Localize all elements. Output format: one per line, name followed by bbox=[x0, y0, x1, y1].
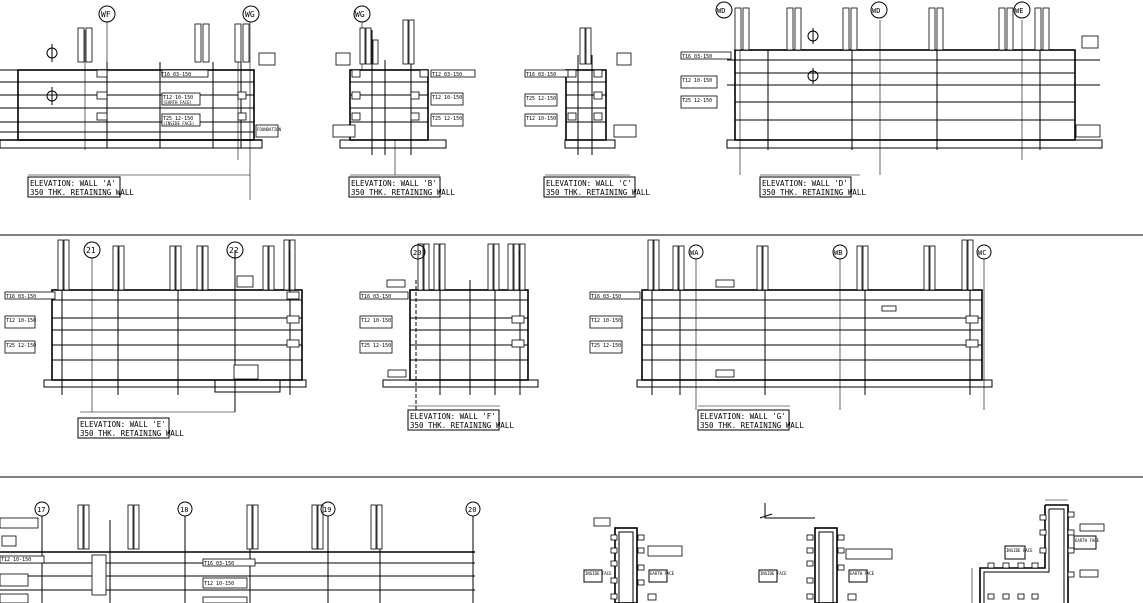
wall-e-caption: ELEVATION: WALL 'E' bbox=[80, 420, 166, 429]
grid-bubble-wg-2: WG bbox=[355, 10, 365, 19]
svg-text:T25 12-150: T25 12-150 bbox=[432, 116, 462, 122]
svg-text:T16 03-150: T16 03-150 bbox=[204, 561, 234, 567]
svg-text:T16 03-150: T16 03-150 bbox=[591, 294, 621, 300]
grid-bubble-wf: WF bbox=[101, 10, 111, 19]
wall-d-elevation: T16 03-150 T12 10-150 T25 12-150 ELEVATI… bbox=[680, 1, 1103, 198]
earth-face-label-2: EARTH FACE bbox=[850, 571, 875, 576]
wall-c-subtitle: 350 THK. RETAINING WALL bbox=[546, 188, 650, 197]
svg-text:T25 12-150: T25 12-150 bbox=[591, 343, 621, 349]
grid-bubble-20-b: 20 bbox=[468, 506, 476, 514]
inside-face-label-3: INSIDE FACE bbox=[1006, 548, 1033, 553]
svg-text:T16 03-150: T16 03-150 bbox=[682, 54, 712, 60]
svg-text:T12 10-150: T12 10-150 bbox=[432, 95, 462, 101]
earth-face-note: (EARTH FACE) bbox=[163, 100, 192, 105]
svg-text:T16 03-150: T16 03-150 bbox=[161, 72, 191, 78]
grid-bubble-wc: WC bbox=[978, 249, 986, 257]
corner-section-detail: INSIDE FACE EARTH FACE bbox=[971, 499, 1105, 603]
svg-text:T16 03-150: T16 03-150 bbox=[6, 294, 36, 300]
svg-text:T12 10-150: T12 10-150 bbox=[204, 581, 234, 587]
wall-a-subtitle: 350 THK. RETAINING WALL bbox=[30, 188, 134, 197]
wall-d-subtitle: 350 THK. RETAINING WALL bbox=[762, 188, 866, 197]
svg-text:T12 10-150: T12 10-150 bbox=[163, 95, 193, 101]
wall-a-caption: ELEVATION: WALL 'A' bbox=[30, 179, 116, 188]
svg-text:T16 03-150: T16 03-150 bbox=[361, 294, 391, 300]
wall-f-elevation: T16 03-150 T12 10-150 T25 12-150 ELEVATI… bbox=[359, 243, 539, 431]
grid-bubble-18: 18 bbox=[180, 506, 188, 514]
svg-text:T12 10-150: T12 10-150 bbox=[6, 318, 36, 324]
wall-b-caption: ELEVATION: WALL 'B' bbox=[351, 179, 437, 188]
grid-bubble-wg: WG bbox=[245, 10, 255, 19]
grid-bubble-21: 21 bbox=[86, 246, 96, 255]
svg-text:T25 12-150: T25 12-150 bbox=[361, 343, 391, 349]
wall-d-caption: ELEVATION: WALL 'D' bbox=[762, 179, 848, 188]
grid-bubble-wa: WA bbox=[690, 249, 699, 257]
grid-bubble-wb: WB bbox=[834, 249, 842, 257]
svg-text:T25 12-150: T25 12-150 bbox=[163, 116, 193, 122]
wall-b-elevation: T12 03-150 T12 10-150 T25 12-150 ELEVATI… bbox=[332, 5, 476, 198]
section-detail-1: INSIDE FACE EARTH FACE bbox=[583, 517, 683, 603]
wall-e-elevation: T16 03-150 T12 10-150 T25 12-150 ELEVATI… bbox=[4, 239, 307, 439]
section-detail-2: INSIDE FACE EARTH FACE bbox=[758, 503, 893, 603]
grid-bubble-19: 19 bbox=[323, 506, 331, 514]
wall-b-subtitle: 350 THK. RETAINING WALL bbox=[351, 188, 455, 197]
svg-text:T12 10-150: T12 10-150 bbox=[526, 116, 556, 122]
svg-text:T25 12-150: T25 12-150 bbox=[682, 98, 712, 104]
svg-text:T12 10-150: T12 10-150 bbox=[682, 78, 712, 84]
inside-face-label-1: INSIDE FACE bbox=[585, 571, 612, 576]
grid-bubble-17: 17 bbox=[37, 506, 45, 514]
bottom-wall-elevation: T16 03-150 T12 10-150 T12 10-150 17 18 1… bbox=[0, 501, 481, 603]
svg-text:T25 12-150: T25 12-150 bbox=[6, 343, 36, 349]
wall-g-elevation: T16 03-150 T12 10-150 T25 12-150 ELEVATI… bbox=[589, 239, 993, 431]
svg-text:T12 03-150: T12 03-150 bbox=[432, 72, 462, 78]
inside-face-label-2: INSIDE FACE bbox=[760, 571, 787, 576]
grid-bubble-we: WE bbox=[1015, 7, 1023, 15]
grid-bubble-wd-1: WD bbox=[717, 7, 725, 15]
wall-a-elevation: T16 03-150 T12 10-150 (EARTH FACE) T25 1… bbox=[0, 5, 282, 200]
earth-face-label-1: EARTH FACE bbox=[650, 571, 675, 576]
grid-bubble-22: 22 bbox=[229, 246, 239, 255]
earth-face-label-3: EARTH FACE bbox=[1075, 538, 1100, 543]
svg-text:T12 10-150: T12 10-150 bbox=[1, 557, 31, 563]
svg-text:T12 10-150: T12 10-150 bbox=[361, 318, 391, 324]
wall-c-elevation: T16 03-150 T25 12-150 T12 10-150 ELEVATI… bbox=[524, 27, 650, 198]
svg-text:T25 12-150: T25 12-150 bbox=[526, 96, 556, 102]
grid-bubble-wd-2: WD bbox=[872, 7, 880, 15]
wall-c-caption: ELEVATION: WALL 'C' bbox=[546, 179, 632, 188]
svg-text:T12 10-150: T12 10-150 bbox=[591, 318, 621, 324]
foundation-label: FOUNDATION bbox=[257, 127, 282, 132]
grid-bubble-20: 20 bbox=[413, 249, 421, 257]
svg-text:T16 03-150: T16 03-150 bbox=[526, 72, 556, 78]
wall-g-caption: ELEVATION: WALL 'G' bbox=[700, 412, 786, 421]
wall-f-subtitle: 350 THK. RETAINING WALL bbox=[410, 421, 514, 430]
wall-e-subtitle: 350 THK. RETAINING WALL bbox=[80, 429, 184, 438]
wall-g-subtitle: 350 THK. RETAINING WALL bbox=[700, 421, 804, 430]
wall-f-caption: ELEVATION: WALL 'F' bbox=[410, 412, 496, 421]
inside-face-note: (INSIDE FACE) bbox=[163, 121, 194, 126]
